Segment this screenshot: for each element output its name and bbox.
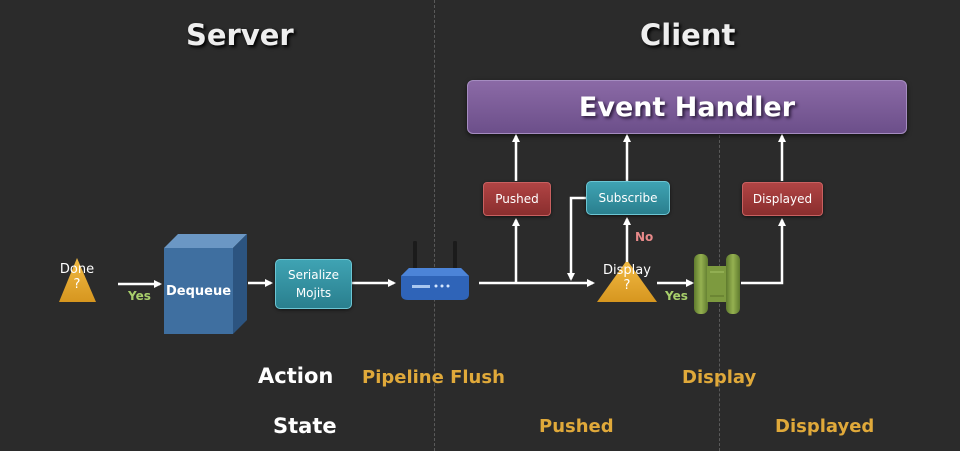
event-handler-label: Event Handler (578, 91, 796, 123)
done-decision-triangle (59, 258, 96, 302)
display-decision-triangle (597, 260, 657, 302)
dequeue-box (164, 234, 247, 334)
server-heading: Server (186, 18, 294, 52)
state-displayed: Displayed (775, 416, 875, 437)
display-label-line1: Display (603, 263, 651, 278)
dequeue-label: Dequeue (165, 284, 232, 299)
serialize-line2: Mojits (295, 286, 332, 300)
done-decision-label: Done ? (57, 262, 97, 292)
display-no-label: No (635, 230, 654, 244)
router-icon (401, 241, 469, 300)
server-client-divider (434, 0, 435, 451)
done-label-line1: Done (59, 262, 95, 277)
pushed-state-box: Pushed (483, 182, 551, 216)
displayed-state-box: Displayed (742, 182, 823, 216)
serialize-mojits-box: Serialize Mojits (275, 259, 352, 309)
serialize-line1: Serialize (288, 268, 339, 282)
arrow-subscribe-loopback (567, 196, 586, 281)
subscribe-box: Subscribe (586, 181, 670, 215)
action-display: Display (682, 367, 757, 388)
done-label-line2: ? (73, 276, 81, 292)
display-yes-label: Yes (665, 289, 688, 303)
done-yes-label: Yes (128, 289, 151, 303)
arrow-spool-to-displayed (741, 218, 786, 285)
client-heading: Client (640, 18, 736, 52)
state-row-label: State (273, 414, 337, 438)
spool-icon (694, 254, 740, 314)
event-handler-bar: Event Handler (467, 80, 907, 134)
state-pushed: Pushed (539, 416, 614, 437)
display-decision-label: Display ? (597, 263, 657, 293)
display-label-line2: ? (623, 277, 631, 293)
action-pipeline-flush: Pipeline Flush (362, 367, 505, 388)
action-row-label: Action (258, 364, 334, 388)
